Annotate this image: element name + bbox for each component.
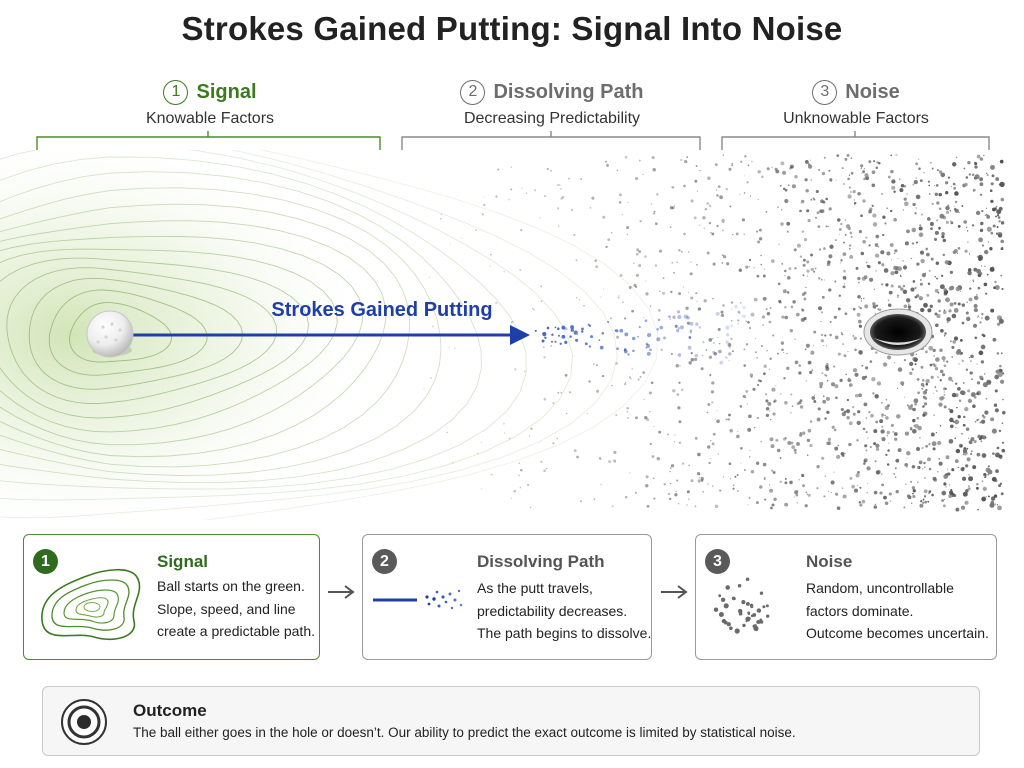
phase-number: 1 <box>163 79 189 105</box>
target-icon <box>61 699 107 745</box>
card-number-badge: 3 <box>705 549 730 574</box>
green-contours <box>0 150 659 520</box>
phase-subtitle: Decreasing Predictability <box>463 110 641 127</box>
dissolving-dots <box>534 305 747 365</box>
card-dissolving-path: 2 Dissolving Path As the putt travels, p… <box>362 534 652 660</box>
card-signal: 1 Signal Ball starts on the green. Slope… <box>23 534 320 660</box>
phase-brackets <box>36 131 990 150</box>
phase-name: Signal <box>196 80 257 103</box>
card-noise: 3 Noise Random, uncontrollable factors d… <box>695 534 997 660</box>
bracket-path <box>401 131 701 150</box>
dissolving-line-icon <box>373 589 463 610</box>
phase-name: Dissolving Path <box>493 80 644 103</box>
bracket-signal <box>36 131 381 150</box>
putting-scene: Strokes Gained Putting <box>0 150 1006 520</box>
phase-number: 3 <box>812 79 838 105</box>
noise-speckles <box>423 153 1006 512</box>
phase-noise: 3 Noise Unknowable Factors <box>722 78 990 128</box>
card-title: Signal <box>157 552 209 571</box>
green-contour-icon <box>41 568 141 641</box>
outcome-title: Outcome <box>133 701 207 720</box>
putt-arrow-label: Strokes Gained Putting <box>271 299 492 321</box>
golf-ball-icon <box>86 310 134 358</box>
phase-subtitle: Knowable Factors <box>145 110 275 127</box>
phase-dissolving-path: 2 Dissolving Path Decreasing Predictabil… <box>402 78 702 128</box>
card-description: As the putt travels, predictability decr… <box>477 580 652 641</box>
golf-hole-icon <box>863 308 933 356</box>
phase-subtitle: Unknowable Factors <box>783 110 929 127</box>
phase-signal: 1 Signal Knowable Factors <box>40 78 380 128</box>
card-description: Random, uncontrollable factors dominate.… <box>806 580 989 641</box>
card-number-badge: 1 <box>33 549 58 574</box>
card-description: Ball starts on the green. Slope, speed, … <box>157 578 315 639</box>
card-title: Dissolving Path <box>477 552 605 571</box>
card-title: Noise <box>806 552 853 571</box>
outcome-panel: Outcome The ball either goes in the hole… <box>42 686 980 756</box>
phase-name: Noise <box>845 80 900 103</box>
noise-dots-icon <box>713 577 770 634</box>
card-number-badge: 2 <box>372 549 397 574</box>
flow-arrow-icon <box>328 585 355 599</box>
flow-arrow-icon <box>661 585 688 599</box>
page-title: Strokes Gained Putting: Signal Into Nois… <box>181 10 843 47</box>
bracket-noise <box>721 131 990 150</box>
phase-number: 2 <box>460 79 486 105</box>
outcome-text: The ball either goes in the hole or does… <box>133 725 796 740</box>
putt-arrow-head <box>510 325 530 345</box>
